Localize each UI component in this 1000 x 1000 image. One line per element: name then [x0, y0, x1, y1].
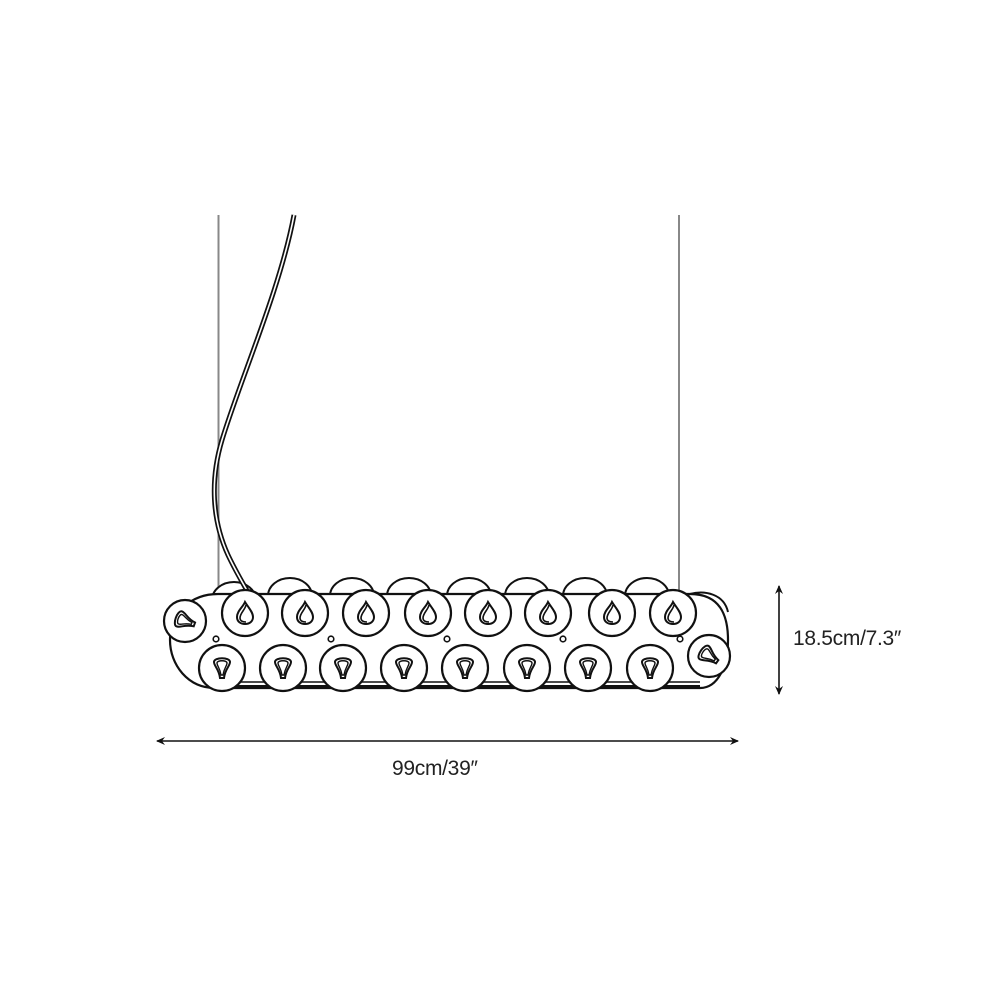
back-row-bulbs [211, 577, 670, 601]
bulb [463, 588, 513, 638]
bulb [341, 588, 391, 638]
bulb [502, 643, 552, 693]
bulb [258, 643, 308, 693]
top-row-bulbs [220, 588, 698, 638]
mounting-dots [212, 635, 684, 643]
bulb [523, 588, 573, 638]
power-cord [211, 214, 297, 598]
bulb [648, 588, 698, 638]
bulb [587, 588, 637, 638]
bulb [379, 643, 429, 693]
bulb [440, 643, 490, 693]
bulb [318, 643, 368, 693]
bottom-row-bulbs [197, 643, 675, 693]
bulb [563, 643, 613, 693]
bulb [625, 643, 675, 693]
height-dimension-label: 18.5cm/7.3″ [793, 627, 902, 650]
bulb [280, 588, 330, 638]
width-dimension-label: 99cm/39″ [392, 757, 478, 780]
bulb [220, 588, 270, 638]
right-end-bulb [686, 633, 732, 679]
bulb [197, 643, 247, 693]
left-end-bulb [162, 598, 208, 644]
bulb [403, 588, 453, 638]
